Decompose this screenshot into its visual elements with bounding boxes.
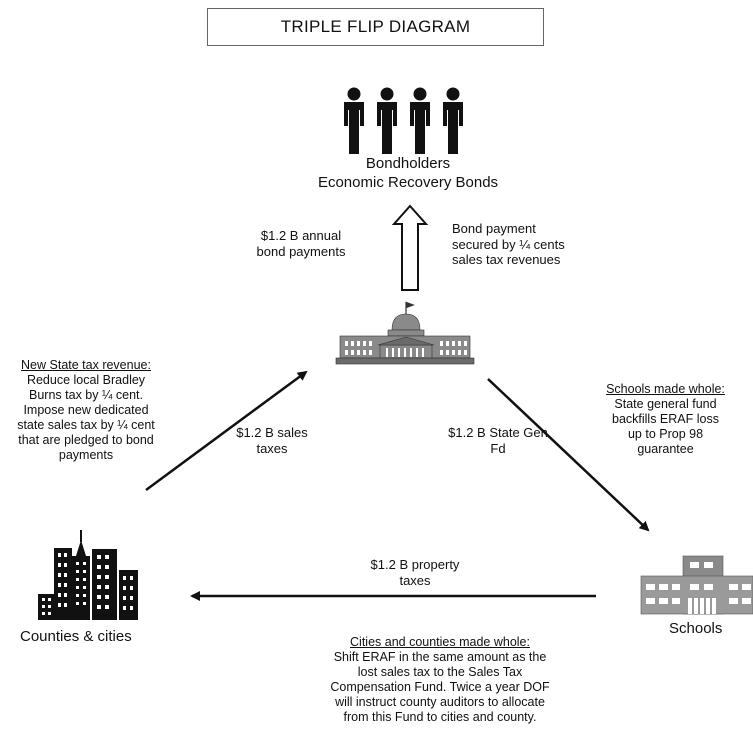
state-gen-fund-arrow bbox=[487, 378, 650, 532]
city-skyline-icon bbox=[38, 530, 138, 620]
counties-cities-label: Counties & cities bbox=[20, 628, 132, 645]
note-heading: Schools made whole: bbox=[606, 382, 725, 396]
flow-text: $1.2 B State Gen bbox=[448, 425, 548, 440]
flow-text: $1.2 B sales bbox=[236, 425, 308, 440]
note-line: up to Prop 98 bbox=[627, 427, 704, 441]
bondholders-title: Bondholders bbox=[365, 155, 451, 172]
flow-text: bond payments bbox=[256, 243, 346, 259]
bondholders-label: Bondholders Economic Recovery Bonds bbox=[300, 154, 516, 192]
state-gen-fund-label: $1.2 B State Gen Fd bbox=[436, 425, 560, 456]
flow-text: taxes bbox=[256, 440, 288, 456]
new-state-revenue-note: New State tax revenue: Reduce local Brad… bbox=[2, 358, 170, 463]
bond-payment-arrow bbox=[391, 204, 429, 291]
note-line: from this Fund to cities and county. bbox=[343, 710, 537, 724]
note-line: will instruct county auditors to allocat… bbox=[335, 695, 545, 709]
bond-security-label: Bond payment secured by ¼ cents sales ta… bbox=[452, 221, 612, 268]
schools-made-whole-note: Schools made whole: State general fund b… bbox=[588, 382, 743, 457]
sales-taxes-arrow bbox=[145, 370, 308, 492]
people-icon bbox=[344, 87, 463, 154]
note-line: backfills ERAF loss bbox=[612, 412, 719, 426]
flow-text: taxes bbox=[399, 572, 431, 588]
note-heading: New State tax revenue: bbox=[21, 358, 151, 372]
note-line: Shift ERAF in the same amount as the bbox=[333, 650, 547, 664]
school-building-icon bbox=[640, 555, 753, 615]
flow-text: secured by ¼ cents bbox=[452, 236, 565, 252]
capitol-building-icon bbox=[335, 301, 475, 365]
sales-taxes-label: $1.2 B sales taxes bbox=[222, 425, 322, 456]
note-line: Burns tax by ¼ cent. bbox=[29, 388, 143, 402]
note-line: that are pledged to bond bbox=[18, 433, 154, 447]
diagram-title: TRIPLE FLIP DIAGRAM bbox=[207, 8, 544, 46]
note-line: State general fund bbox=[614, 397, 717, 411]
flow-text: $1.2 B property bbox=[370, 557, 460, 572]
property-taxes-label: $1.2 B property taxes bbox=[350, 557, 480, 588]
note-line: payments bbox=[58, 448, 114, 462]
note-heading: Cities and counties made whole: bbox=[350, 635, 530, 649]
schools-label: Schools bbox=[669, 620, 723, 637]
note-line: Impose new dedicated bbox=[23, 403, 149, 417]
note-line: guarantee bbox=[637, 442, 694, 456]
flow-text: sales tax revenues bbox=[452, 252, 561, 267]
note-line: state sales tax by ¼ cent bbox=[17, 418, 155, 432]
note-line: lost sales tax to the Sales Tax bbox=[357, 665, 523, 679]
annual-bond-payments-label: $1.2 B annual bond payments bbox=[245, 228, 357, 259]
note-line: Reduce local Bradley bbox=[26, 373, 146, 387]
note-line: Compensation Fund. Twice a year DOF bbox=[330, 680, 550, 694]
flow-text: Bond payment bbox=[452, 221, 536, 236]
bondholders-subtitle: Economic Recovery Bonds bbox=[317, 174, 499, 191]
flow-text: Fd bbox=[490, 440, 506, 456]
flow-text: $1.2 B annual bbox=[260, 228, 342, 243]
cities-counties-made-whole-note: Cities and counties made whole: Shift ER… bbox=[290, 635, 590, 725]
